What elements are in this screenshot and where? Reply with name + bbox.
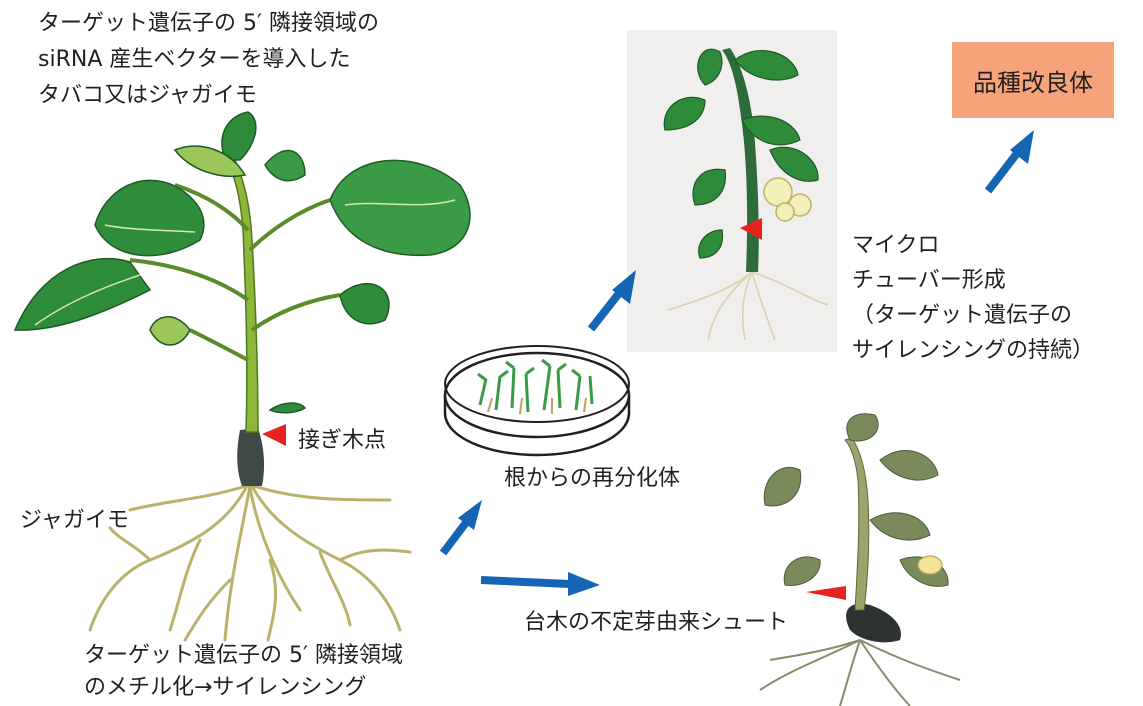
- potato-rootstock: [237, 428, 265, 486]
- adventitious-shoot-plant: [759, 413, 961, 706]
- shoot-label: 台木の不定芽由来シュート: [524, 610, 789, 635]
- improved-variety-label: 品種改良体: [973, 68, 1093, 97]
- microtuber-panel: [627, 30, 837, 352]
- improved-variety-box: 品種改良体: [952, 42, 1114, 118]
- microtuber-stem: [722, 48, 759, 272]
- regenerated-shoots: [477, 358, 594, 413]
- graft-point-label: 接ぎ木点: [298, 428, 387, 453]
- top-caption: ターゲット遺伝子の 5′ 隣接領域の siRNA 産生ベクターを導入した タバコ…: [38, 11, 379, 108]
- arrow-to-petri-dish: [439, 500, 482, 556]
- arrows: [439, 130, 1034, 596]
- grafted-plant: [13, 111, 471, 642]
- tuber: [917, 555, 943, 575]
- microtubers: [763, 177, 812, 222]
- microtuber-label: マイクロ チューバー形成 （ターゲット遺伝子の サイレンシングの持続）: [852, 233, 1095, 363]
- graft-point-marker: [262, 424, 286, 446]
- shoot-graft-marker: [806, 586, 846, 600]
- microtuber-graft-marker: [740, 218, 762, 240]
- regeneration-label: 根からの再分化体: [504, 466, 681, 491]
- potato-roots: [88, 482, 412, 642]
- arrow-to-improved-variety: [984, 130, 1034, 194]
- arrow-to-microtuber: [587, 270, 636, 332]
- arrow-to-shoot: [480, 572, 600, 596]
- bottom-caption: ターゲット遺伝子の 5′ 隣接領域 のメチル化→サイレンシング: [84, 643, 403, 700]
- petri-dish: [443, 345, 631, 457]
- tobacco-leaves: [13, 111, 471, 414]
- potato-label: ジャガイモ: [20, 508, 129, 533]
